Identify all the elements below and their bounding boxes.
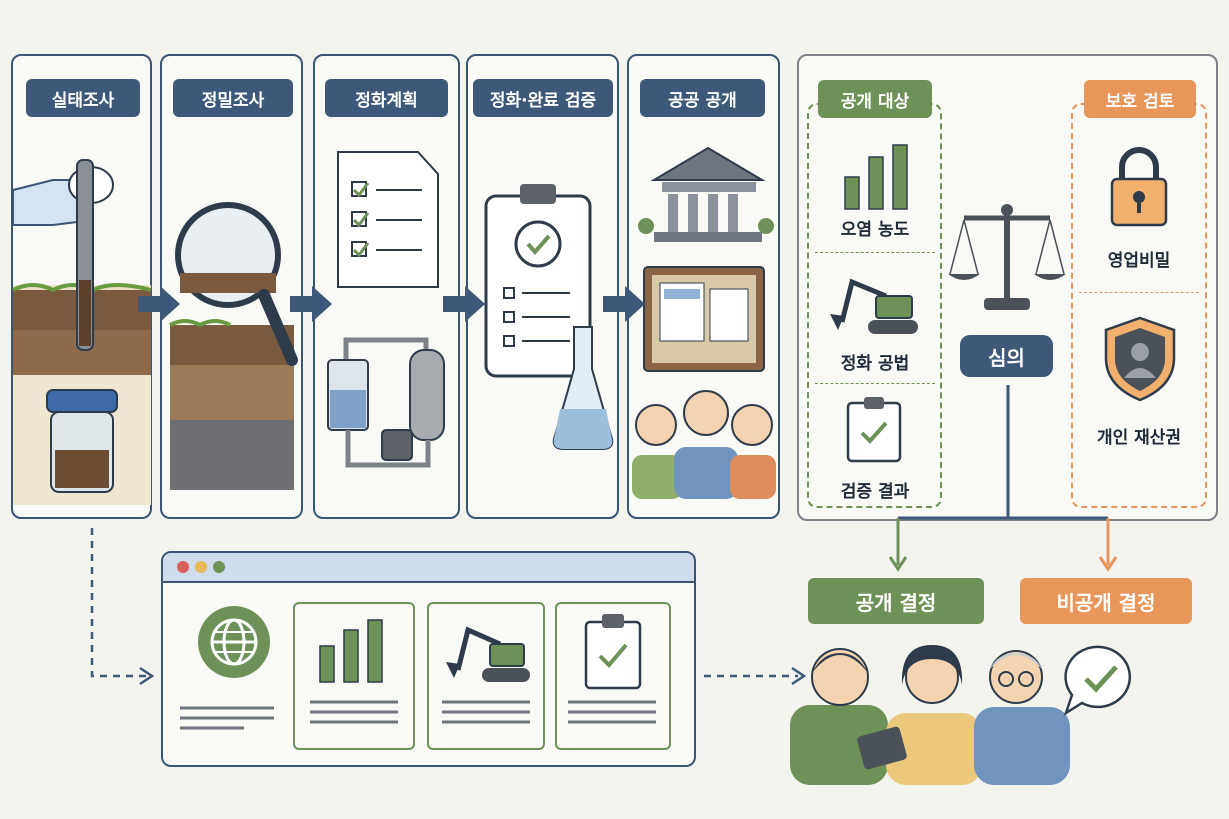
review-label: 심의 xyxy=(960,335,1053,377)
approval-speech-bubble-icon xyxy=(1063,645,1132,716)
verification-clipboard-small-icon xyxy=(846,397,902,463)
protection-label: 보호 검토 xyxy=(1084,80,1196,118)
target-item-concentration: 오염 농도 xyxy=(840,220,910,240)
scales-icon xyxy=(948,204,1066,310)
maximize-dot-icon xyxy=(213,561,225,573)
plan-checklist-icon xyxy=(337,151,439,288)
text-lines-icon xyxy=(310,700,398,724)
minimize-dot-icon xyxy=(195,561,207,573)
citizens-icon xyxy=(632,390,776,499)
people-reviewing-icon xyxy=(790,645,1070,785)
target-item-verification: 검증 결과 xyxy=(840,482,910,502)
nondisclose-decision-badge: 비공개 결정 xyxy=(1020,578,1192,624)
stage-label-plan: 정화계획 xyxy=(325,79,448,117)
close-dot-icon xyxy=(177,561,189,573)
stage-label-public: 공공 공개 xyxy=(640,79,765,117)
stage-label-survey: 실태조사 xyxy=(26,79,140,117)
browser-titlebar xyxy=(163,553,694,583)
stage-label-verify: 정화·완료 검증 xyxy=(473,79,613,117)
bar-chart-icon xyxy=(319,619,383,683)
globe-icon xyxy=(198,606,270,678)
divider xyxy=(815,383,935,384)
lock-icon xyxy=(1110,147,1168,227)
verification-clipboard-icon xyxy=(484,184,592,378)
verification-clipboard-small-icon xyxy=(584,614,642,690)
excavator-icon xyxy=(830,278,918,334)
dashed-flow-arrow xyxy=(90,528,155,686)
target-item-method: 정화 공법 xyxy=(840,354,910,374)
public-building-icon xyxy=(638,146,774,242)
arrow-icon xyxy=(290,286,332,322)
browser-card-verification xyxy=(555,602,671,750)
magnifier-soil-icon xyxy=(169,202,298,490)
decision-connector xyxy=(888,385,1118,572)
divider xyxy=(815,252,935,253)
protection-item-property-rights: 개인 재산권 xyxy=(1096,428,1182,448)
bar-chart-icon xyxy=(844,144,908,210)
divider xyxy=(1079,292,1199,293)
disclose-decision-badge: 공개 결정 xyxy=(808,578,984,624)
browser-card-chart xyxy=(293,602,415,750)
excavator-icon xyxy=(446,626,530,682)
text-lines-icon xyxy=(442,700,530,724)
arrow-icon xyxy=(138,286,180,322)
soil-sampling-icon xyxy=(12,159,152,505)
arrow-icon xyxy=(603,286,645,322)
notice-board-icon xyxy=(643,266,765,372)
browser-card-excavator xyxy=(427,602,545,750)
flask-icon xyxy=(552,326,614,450)
text-lines-icon xyxy=(568,700,656,724)
privacy-shield-icon xyxy=(1104,316,1176,402)
text-lines-icon xyxy=(180,706,274,730)
stage-label-detailed: 정밀조사 xyxy=(173,79,293,117)
protection-item-trade-secret: 영업비밀 xyxy=(1107,251,1171,271)
arrow-icon xyxy=(443,286,485,322)
dashed-flow-arrow xyxy=(704,666,807,686)
disclosure-target-label: 공개 대상 xyxy=(818,80,932,118)
treatment-equipment-icon xyxy=(327,337,445,468)
